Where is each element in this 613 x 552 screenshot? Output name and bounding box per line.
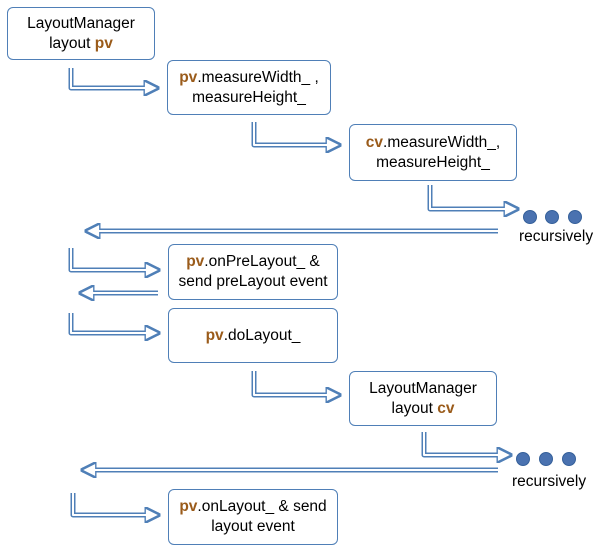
arrow-to-prelayout — [68, 248, 159, 270]
ellipsis-dot — [539, 452, 553, 466]
box-dolayout-pv: pv.doLayout_ — [168, 308, 338, 363]
box-line: send preLayout event — [178, 273, 328, 290]
box-line: LayoutManager — [369, 379, 477, 397]
recursively-label: recursively — [519, 228, 594, 245]
box-line: measureHeight_ — [376, 153, 490, 171]
ellipsis-dot — [516, 452, 530, 466]
box-line: pv.onPreLayout_ & — [186, 253, 320, 270]
box-line: cv.measureWidth_, — [365, 133, 501, 151]
box-line: measureHeight_ — [192, 88, 306, 106]
variable-name: cv — [437, 399, 455, 417]
box-prelayout-pv: pv.onPreLayout_ & send preLayout event — [168, 244, 338, 300]
ellipsis-dot — [523, 210, 537, 224]
arrow-layout-to-measure-pv — [68, 68, 158, 88]
ellipsis-dot — [562, 452, 576, 466]
ellipsis-dot — [545, 210, 559, 224]
ellipsis-dot — [568, 210, 582, 224]
box-line: pv.measureWidth_ , — [179, 68, 319, 86]
box-layout-cv: LayoutManager layout cv — [349, 371, 497, 426]
box-line: pv.onLayout_ & send — [179, 498, 327, 515]
box-line: layout pv — [49, 34, 113, 52]
variable-name: pv — [94, 34, 113, 52]
box-line: pv.doLayout_ — [205, 326, 301, 344]
variable-name: cv — [365, 133, 384, 151]
box-layout-pv: LayoutManager layout pv — [7, 7, 155, 60]
box-line: layout event — [211, 518, 295, 535]
arrow-to-dolayout — [68, 313, 159, 333]
arrow-measure-pv-to-measure-cv — [251, 122, 340, 145]
recursively-label: recursively — [512, 473, 587, 490]
variable-name: pv — [179, 498, 198, 515]
arrow-to-onlayout — [70, 493, 159, 515]
arrow-dolayout-to-layout-cv — [251, 371, 340, 395]
box-line: LayoutManager — [27, 14, 135, 32]
variable-name: pv — [186, 253, 205, 270]
box-measure-cv: cv.measureWidth_, measureHeight_ — [349, 124, 517, 181]
arrow-measure-cv-to-recursive — [427, 185, 518, 209]
box-onlayout-pv: pv.onLayout_ & send layout event — [168, 489, 338, 545]
box-line: layout cv — [391, 399, 455, 417]
box-measure-pv: pv.measureWidth_ , measureHeight_ — [167, 60, 331, 115]
arrow-layout-cv-to-recursive — [421, 432, 511, 455]
variable-name: pv — [179, 68, 198, 86]
variable-name: pv — [205, 326, 224, 344]
